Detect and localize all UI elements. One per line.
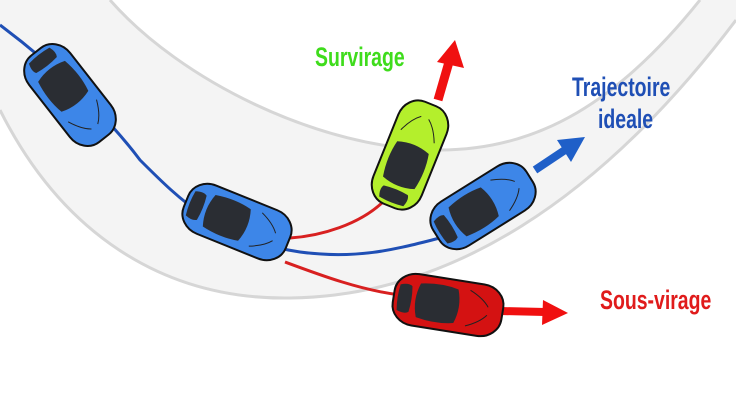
road-outer-edge bbox=[0, 19, 736, 300]
understeer-label: Sous-virage bbox=[600, 285, 712, 315]
oversteer-label: Survirage bbox=[315, 42, 405, 72]
oversteer-arrow bbox=[433, 40, 464, 102]
ideal-line-label-line1: Trajectoire bbox=[572, 72, 671, 102]
understeer-trajectory-line bbox=[284, 260, 401, 297]
understeer-arrow bbox=[499, 300, 568, 325]
ideal-line-label-line2: ideale bbox=[598, 104, 654, 134]
ideal-direction-arrow bbox=[532, 137, 585, 174]
red-car-understeer bbox=[388, 269, 508, 341]
oversteer-trajectory-line bbox=[289, 198, 387, 240]
